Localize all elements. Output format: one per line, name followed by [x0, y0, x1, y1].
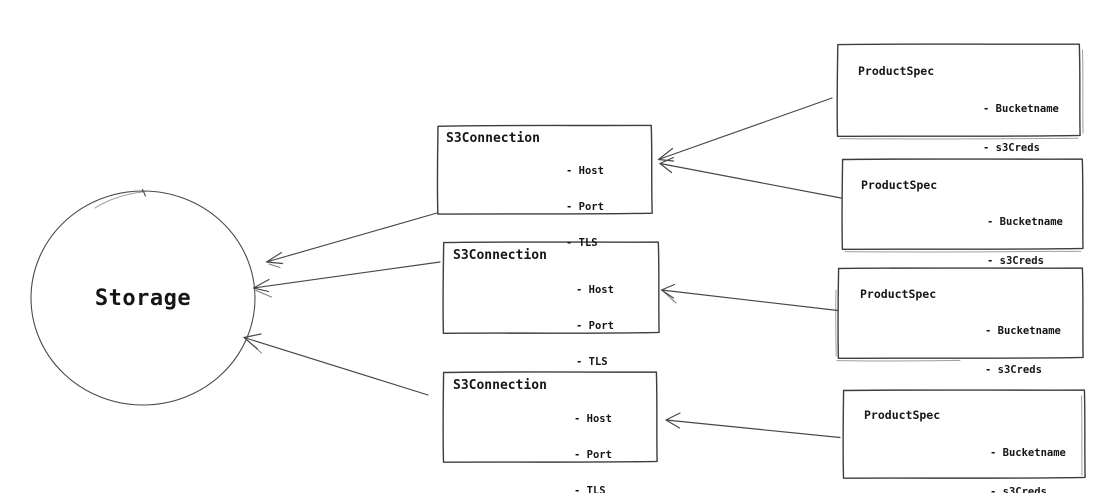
productspec-box-3 — [837, 267, 1084, 359]
attribute-item: - Port — [574, 449, 612, 461]
storage-circle-overlap-stroke — [94, 191, 146, 209]
productspec-4-attributes: - Bucketname - s3Creds — [990, 421, 1066, 493]
s3connection-2-title: S3Connection — [453, 248, 547, 263]
arrow-productspec-1-to-s3connection-1 — [657, 97, 833, 162]
productspec-1-title: ProductSpec — [858, 64, 935, 78]
attribute-item: - Bucketname — [983, 103, 1059, 115]
attribute-item: - TLS — [566, 237, 598, 249]
productspec-4-title: ProductSpec — [864, 408, 941, 422]
attribute-item: - TLS — [576, 356, 608, 368]
s3connection-3-title: S3Connection — [453, 378, 547, 393]
productspec-box-2-second-stroke — [844, 250, 1082, 253]
attribute-item: - Host — [566, 165, 604, 177]
attribute-item: - Host — [574, 413, 612, 425]
productspec-box-2 — [841, 158, 1084, 250]
s3connection-3-attributes: - Host - Port - TLS — [574, 389, 612, 493]
attribute-item: - Port — [566, 201, 604, 213]
attribute-item: - s3Creds — [987, 255, 1044, 267]
productspec-3-attributes: - Bucketname - s3Creds — [985, 299, 1061, 403]
arrow-productspec-2-to-s3connection-1 — [659, 156, 842, 199]
attribute-item: - Bucketname — [990, 447, 1066, 459]
arrow-s3connection-2-to-storage — [252, 261, 441, 298]
arrow-s3connection-1-to-storage — [265, 212, 438, 268]
s3connection-box-2 — [442, 241, 660, 334]
arrow-s3connection-3-to-storage — [243, 333, 429, 396]
productspec-box-1-second-stroke — [839, 49, 1084, 140]
s3connection-1-attributes: - Host - Port - TLS — [566, 141, 604, 273]
s3connection-box-3 — [442, 371, 658, 463]
attribute-item: - s3Creds — [983, 142, 1040, 154]
attribute-item: - s3Creds — [990, 486, 1047, 493]
productspec-box-1 — [836, 43, 1081, 137]
attribute-item: - Host — [576, 284, 614, 296]
arrow-productspec-3-to-s3connection-2 — [660, 283, 839, 312]
arrow-productspec-4-to-s3connection-3 — [665, 412, 841, 439]
storage-node-label: Storage — [94, 286, 192, 311]
attribute-item: - Bucketname — [987, 216, 1063, 228]
s3connection-1-title: S3Connection — [446, 131, 540, 146]
productspec-2-attributes: - Bucketname - s3Creds — [987, 190, 1063, 294]
productspec-1-attributes: - Bucketname - s3Creds — [983, 77, 1059, 181]
productspec-3-title: ProductSpec — [860, 287, 937, 301]
attribute-item: - Bucketname — [985, 325, 1061, 337]
attribute-item: - TLS — [574, 485, 606, 493]
s3connection-box-1 — [436, 124, 653, 215]
productspec-box-4-second-stroke — [1081, 395, 1083, 476]
storage-circle-start-tick — [141, 188, 147, 197]
attribute-item: - Port — [576, 320, 614, 332]
productspec-box-3-second-stroke — [835, 289, 961, 362]
attribute-item: - s3Creds — [985, 364, 1042, 376]
s3connection-2-attributes: - Host - Port - TLS — [576, 260, 614, 392]
productspec-2-title: ProductSpec — [861, 178, 938, 192]
productspec-box-4 — [842, 389, 1086, 479]
